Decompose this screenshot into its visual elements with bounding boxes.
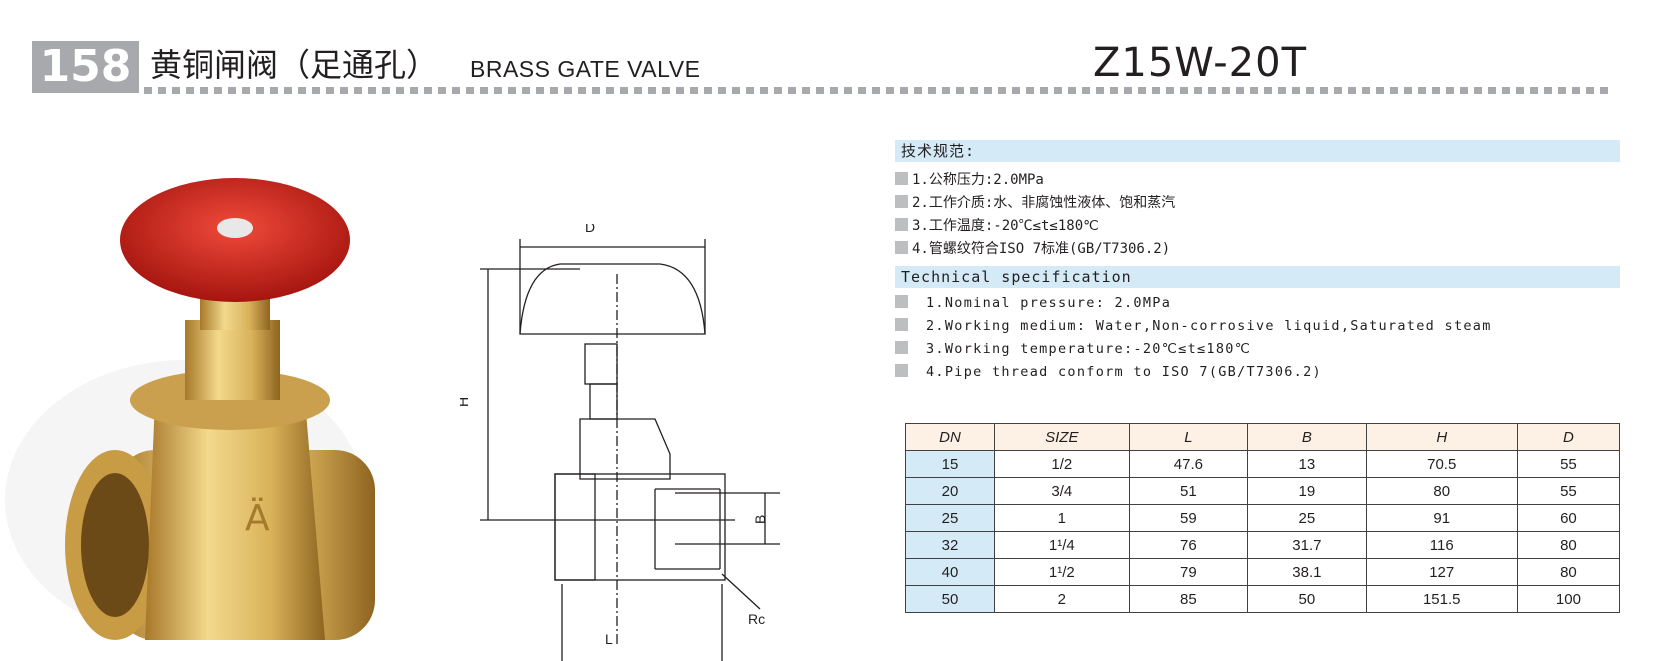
model-number: Z15W-20T <box>1093 40 1307 86</box>
spec-cn-item: 1.公称压力:2.0MPa <box>895 170 1044 190</box>
column-header: SIZE <box>993 423 1130 451</box>
table-cell: 19 <box>1247 477 1367 505</box>
spec-cn-heading: 技术规范: <box>895 140 1620 162</box>
spec-en-item: 2.Working medium: Water,Non-corrosive li… <box>895 316 1492 336</box>
table-cell: 60 <box>1516 504 1621 532</box>
page-number: 158 <box>32 41 139 93</box>
table-cell: 85 <box>1128 585 1249 613</box>
spec-en-item: 3.Working temperature:-20℃≤t≤180℃ <box>895 339 1251 359</box>
logo-mark: Ä <box>245 497 270 539</box>
spec-cn-item: 3.工作温度:-20℃≤t≤180℃ <box>895 216 1099 236</box>
column-header: DN <box>905 423 995 451</box>
product-photo: Ä <box>5 178 375 640</box>
column-header: L <box>1128 423 1249 451</box>
bullet-square-icon <box>895 172 908 185</box>
table-cell: 50 <box>905 585 995 613</box>
dim-label-rc: Rc <box>748 611 765 627</box>
table-cell: 1¹/4 <box>993 531 1130 559</box>
bullet-square-icon <box>895 341 908 354</box>
table-cell: 76 <box>1128 531 1249 559</box>
table-cell: 25 <box>1247 504 1367 532</box>
spec-en-item: 1.Nominal pressure: 2.0MPa <box>895 293 1171 313</box>
title-chinese: 黄铜闸阀（足通孔） <box>150 46 439 84</box>
table-cell: 31.7 <box>1247 531 1367 559</box>
table-cell: 32 <box>905 531 995 559</box>
table-cell: 59 <box>1128 504 1249 532</box>
spec-cn-item: 2.工作介质:水、非腐蚀性液体、饱和蒸汽 <box>895 193 1175 213</box>
column-header: D <box>1516 423 1621 451</box>
dotted-divider <box>144 87 1614 94</box>
bullet-square-icon <box>895 241 908 254</box>
spec-cn-item: 4.管螺纹符合ISO 7标准(GB/T7306.2) <box>895 239 1170 259</box>
spec-en-heading: Technical specification <box>895 266 1620 288</box>
handwheel <box>120 178 350 302</box>
table-cell: 116 <box>1365 531 1518 559</box>
technical-drawing: D H B L Rc <box>460 224 780 661</box>
table-cell: 3/4 <box>993 477 1130 505</box>
table-cell: 38.1 <box>1247 558 1367 586</box>
table-cell: 55 <box>1516 477 1621 505</box>
spec-en-item: 4.Pipe thread conform to ISO 7(GB/T7306.… <box>895 362 1322 382</box>
bullet-square-icon <box>895 364 908 377</box>
bullet-square-icon <box>895 218 908 231</box>
table-cell: 1 <box>993 504 1130 532</box>
table-cell: 20 <box>905 477 995 505</box>
column-header: H <box>1365 423 1518 451</box>
table-cell: 25 <box>905 504 995 532</box>
bullet-square-icon <box>895 318 908 331</box>
table-cell: 151.5 <box>1365 585 1518 613</box>
dim-label-d: D <box>585 224 595 235</box>
bullet-square-icon <box>895 295 908 308</box>
column-header: B <box>1247 423 1367 451</box>
dim-label-h: H <box>460 397 471 407</box>
table-cell: 80 <box>1516 558 1621 586</box>
table-cell: 80 <box>1365 477 1518 505</box>
table-cell: 47.6 <box>1128 450 1249 478</box>
bullet-square-icon <box>895 195 908 208</box>
table-cell: 70.5 <box>1365 450 1518 478</box>
table-cell: 80 <box>1516 531 1621 559</box>
table-cell: 127 <box>1365 558 1518 586</box>
table-cell: 15 <box>905 450 995 478</box>
table-cell: 1/2 <box>993 450 1130 478</box>
table-cell: 50 <box>1247 585 1367 613</box>
table-cell: 51 <box>1128 477 1249 505</box>
table-cell: 2 <box>993 585 1130 613</box>
title-english: BRASS GATE VALVE <box>470 56 701 82</box>
dim-label-l: L <box>605 631 613 647</box>
table-cell: 13 <box>1247 450 1367 478</box>
table-cell: 1¹/2 <box>993 558 1130 586</box>
table-cell: 55 <box>1516 450 1621 478</box>
table-cell: 91 <box>1365 504 1518 532</box>
table-cell: 40 <box>905 558 995 586</box>
table-cell: 100 <box>1516 585 1621 613</box>
table-cell: 79 <box>1128 558 1249 586</box>
dim-label-b: B <box>752 515 768 524</box>
